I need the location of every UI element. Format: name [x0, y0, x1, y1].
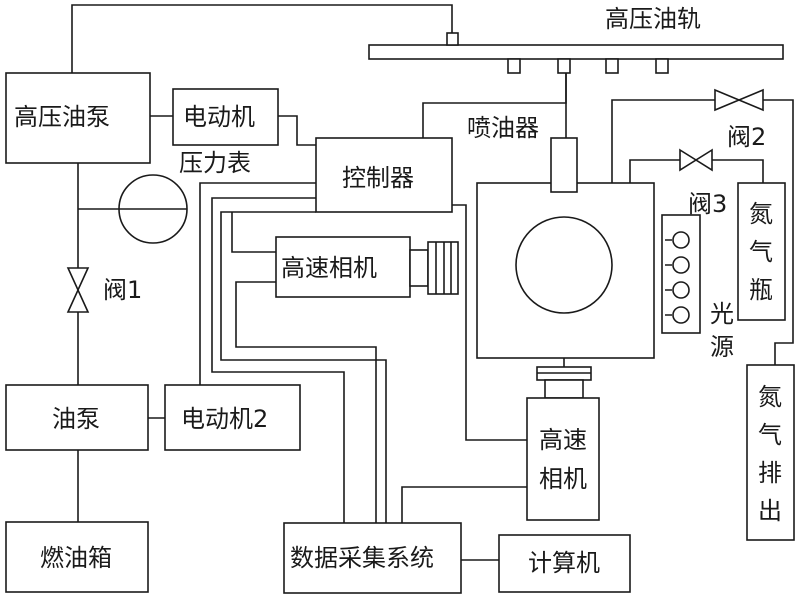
- daq-label: 数据采集系统: [290, 544, 434, 572]
- computer-label: 计算机: [528, 549, 600, 577]
- rail-outlet-1: [507, 58, 521, 74]
- fuel-tank: 燃油箱: [5, 521, 149, 593]
- oil-pump: 油泵: [5, 384, 149, 451]
- motor-2: 电动机2: [164, 384, 301, 451]
- hp-pump-box: [5, 72, 151, 164]
- motor1-box: [172, 88, 279, 146]
- valve2-icon-right: [736, 88, 764, 112]
- n2-exhaust-box: [746, 364, 795, 541]
- camera-bottom: 高速 相机: [526, 366, 600, 521]
- n2-exhaust-char-1: 氮: [758, 383, 782, 411]
- n2-bottle-char-1: 氮: [749, 200, 773, 228]
- camera-top-label: 高速相机: [281, 254, 377, 282]
- line-controller-daq-1: [211, 197, 345, 523]
- line-chamber-valve2: [611, 99, 715, 183]
- camera-top-body: [275, 236, 411, 298]
- camera-top: 高速相机: [275, 236, 459, 298]
- line-bottomcam-daq: [401, 486, 527, 523]
- light-source: 光 源: [661, 214, 734, 361]
- rail-outlet-3: [605, 58, 619, 74]
- n2-exhaust-char-2: 气: [758, 421, 782, 449]
- motor-1: 电动机: [172, 88, 279, 146]
- combustion-chamber: [476, 137, 655, 359]
- valve-1: 阀1: [66, 267, 142, 313]
- valve3-icon: [679, 148, 698, 172]
- nitrogen-exhaust: 氮 气 排 出: [746, 364, 795, 541]
- valve2-label: 阀2: [727, 123, 766, 151]
- fuel-tank-label: 燃油箱: [40, 544, 112, 572]
- pressure-gauge: 压力表: [118, 149, 251, 244]
- n2-exhaust-char-4: 出: [758, 497, 782, 525]
- line-camera-daq: [235, 281, 377, 523]
- n2-bottle-box: [737, 182, 786, 321]
- motor2-box: [164, 384, 301, 451]
- light-bulb-2-icon: [672, 256, 690, 274]
- oil-pump-box: [5, 384, 149, 451]
- valve1-label: 阀1: [103, 276, 142, 304]
- motor2-label: 电动机2: [181, 405, 268, 433]
- hp-pump-label: 高压油泵: [14, 103, 110, 131]
- controller-label: 控制器: [342, 164, 414, 192]
- light-label-2: 源: [710, 333, 734, 361]
- line-pump-to-rail: [71, 4, 453, 73]
- valve-2: 阀2: [714, 88, 766, 151]
- light-label-1: 光: [710, 300, 734, 328]
- n2-exhaust-char-3: 排: [758, 459, 782, 487]
- rail-outlet-2: [557, 58, 571, 74]
- line-chamber-valve3: [629, 159, 680, 183]
- camera-top-lens: [427, 241, 459, 295]
- valve1-icon-bottom: [66, 288, 90, 313]
- camera-bottom-body: [526, 397, 600, 521]
- light-bulb-1-icon: [672, 231, 690, 249]
- motor1-label: 电动机: [183, 103, 255, 131]
- line-controller-camera: [231, 212, 276, 253]
- light-bulb-3-icon: [672, 281, 690, 299]
- valve-3: 阀3: [679, 148, 727, 218]
- line-controller-bottomcam: [452, 204, 527, 441]
- fuel-tank-box: [5, 521, 149, 593]
- rail-label: 高压油轨: [605, 5, 701, 33]
- n2-bottle-char-3: 瓶: [749, 276, 773, 304]
- injector-label: 喷油器: [467, 114, 539, 142]
- daq-system: 数据采集系统: [283, 522, 462, 594]
- camera-bottom-lens-mount: [544, 379, 584, 399]
- line-motor1-controller: [278, 115, 316, 146]
- oil-pump-label: 油泵: [52, 405, 100, 433]
- gauge-label: 压力表: [179, 149, 251, 177]
- nitrogen-bottle: 氮 气 瓶: [737, 182, 786, 321]
- valve3-label: 阀3: [688, 190, 727, 218]
- computer: 计算机: [498, 534, 631, 593]
- n2-bottle-char-2: 气: [749, 238, 773, 266]
- controller: 控制器: [315, 137, 453, 213]
- rail-inlet-port: [446, 32, 459, 46]
- controller-box: [315, 137, 453, 213]
- connection-lines: [71, 4, 794, 561]
- valve2-icon: [714, 88, 742, 112]
- chamber-window-icon: [515, 216, 613, 314]
- line-valve2-exhaust: [763, 99, 794, 365]
- camera-top-lens-mount: [409, 249, 429, 287]
- line-controller-daq-2: [220, 211, 387, 523]
- camera-bottom-label-2: 相机: [539, 465, 587, 493]
- daq-box: [283, 522, 462, 594]
- injector-body: [550, 137, 578, 193]
- valve3-icon-right: [694, 148, 713, 172]
- rail-outlet-4: [655, 58, 669, 74]
- line-valve3-bottle: [712, 159, 764, 183]
- camera-bottom-label-1: 高速: [539, 426, 587, 454]
- computer-box: [498, 534, 631, 593]
- valve1-icon: [66, 267, 90, 292]
- rail-body: [368, 44, 784, 60]
- light-bulb-stems: [665, 239, 672, 316]
- light-bulb-4-icon: [672, 306, 690, 324]
- hp-pump: 高压油泵: [5, 72, 151, 164]
- line-motor2-controller: [199, 182, 316, 385]
- high-pressure-rail: 高压油轨: [368, 5, 784, 74]
